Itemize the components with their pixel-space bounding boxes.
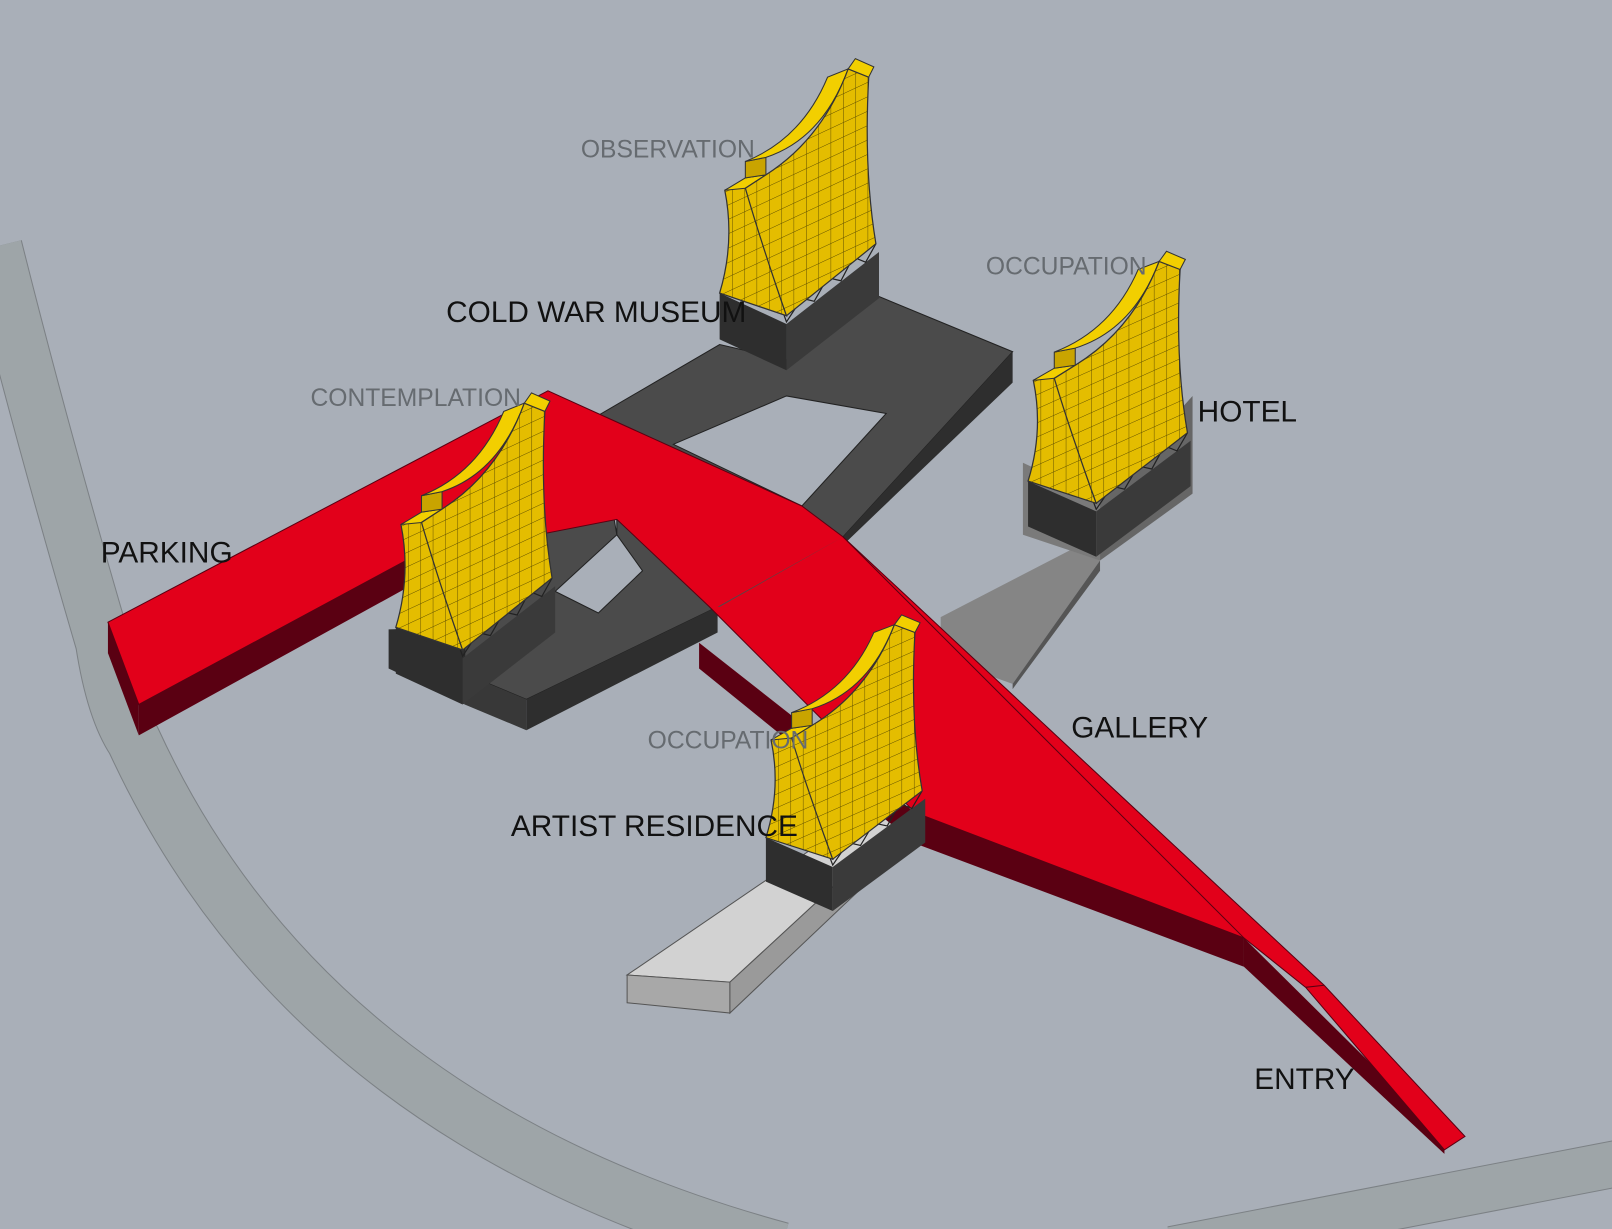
label-entry: ENTRY	[1254, 1063, 1355, 1096]
label-occupation-residence: OCCUPATION	[648, 728, 809, 755]
label-gallery: GALLERY	[1071, 711, 1208, 744]
road-west	[0, 240, 789, 1229]
gallery-volume	[107, 390, 1466, 1154]
label-parking: PARKING	[101, 537, 233, 570]
road-south	[1167, 1141, 1612, 1229]
label-occupation-hotel: OCCUPATION	[986, 254, 1147, 281]
label-hotel: HOTEL	[1198, 396, 1297, 429]
label-artist-residence: ARTIST RESIDENCE	[511, 810, 798, 843]
label-observation: OBSERVATION	[581, 136, 755, 163]
label-cold-war-museum: COLD WAR MUSEUM	[446, 296, 746, 329]
label-contemplation: CONTEMPLATION	[310, 385, 520, 412]
